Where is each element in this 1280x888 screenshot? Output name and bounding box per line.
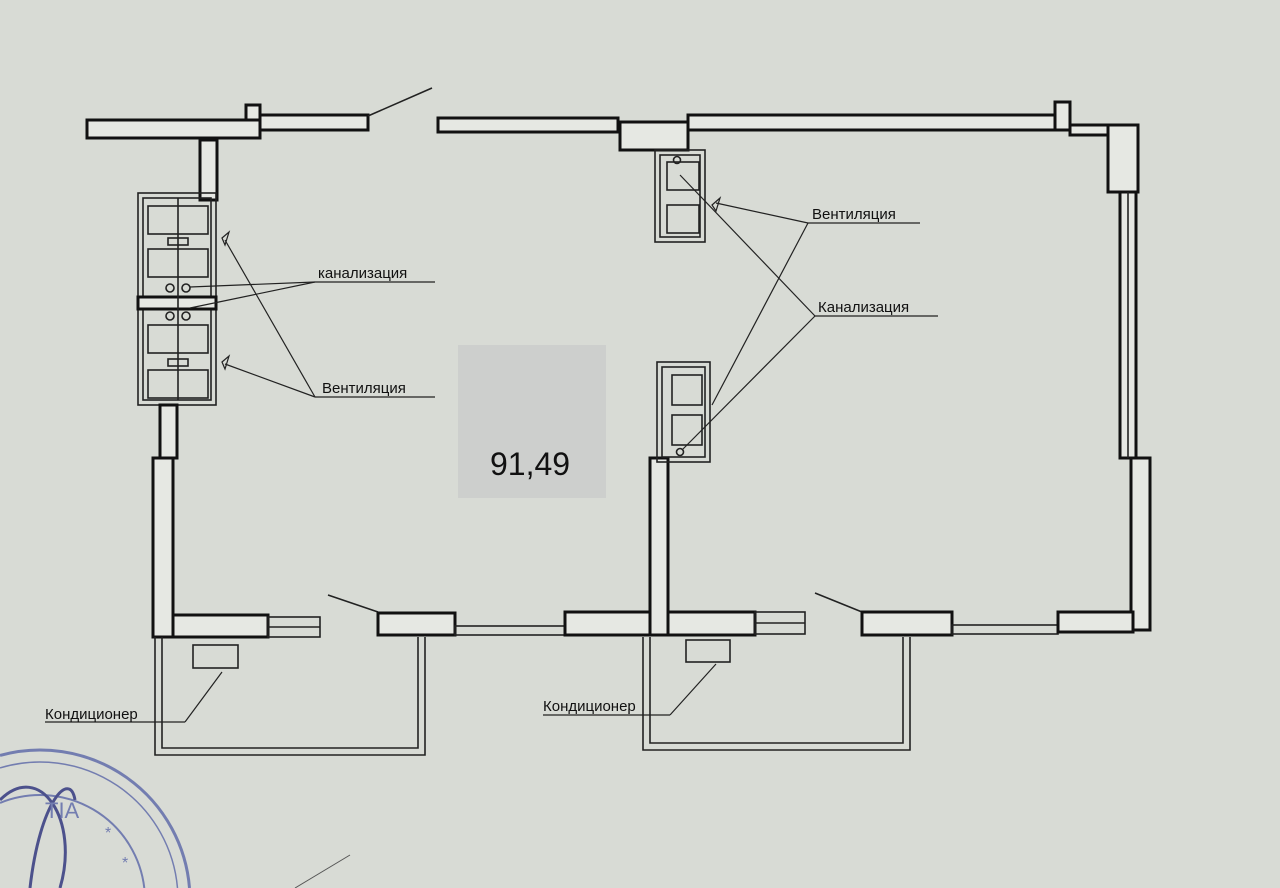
svg-text:*: * xyxy=(105,825,111,842)
label-ac-right: Кондиционер xyxy=(543,698,636,715)
area-value: 91,49 xyxy=(490,446,570,482)
top-walls xyxy=(85,87,1140,194)
svg-text:*: * xyxy=(122,855,128,872)
area-box xyxy=(458,345,606,498)
stamp: ТІА * * xyxy=(0,748,191,888)
stray-line xyxy=(294,854,351,888)
ac-unit-right xyxy=(685,639,731,663)
label-ventilation-left: Вентиляция xyxy=(322,380,406,397)
ac-unit-left xyxy=(192,644,239,669)
label-ventilation-right: Вентиляция xyxy=(812,206,896,223)
bottom-walls xyxy=(171,592,1135,639)
label-ac-left: Кондиционер xyxy=(45,706,138,723)
right-wall xyxy=(1118,190,1152,632)
door-swing-line xyxy=(367,87,433,117)
balconies xyxy=(154,637,911,756)
left-wall xyxy=(136,138,219,639)
label-sewage-left: канализация xyxy=(318,265,407,282)
stamp-text: ТІА xyxy=(45,798,80,823)
middle-wall xyxy=(648,149,711,637)
leader-lines xyxy=(45,174,938,723)
label-sewage-right: Канализация xyxy=(818,299,909,316)
